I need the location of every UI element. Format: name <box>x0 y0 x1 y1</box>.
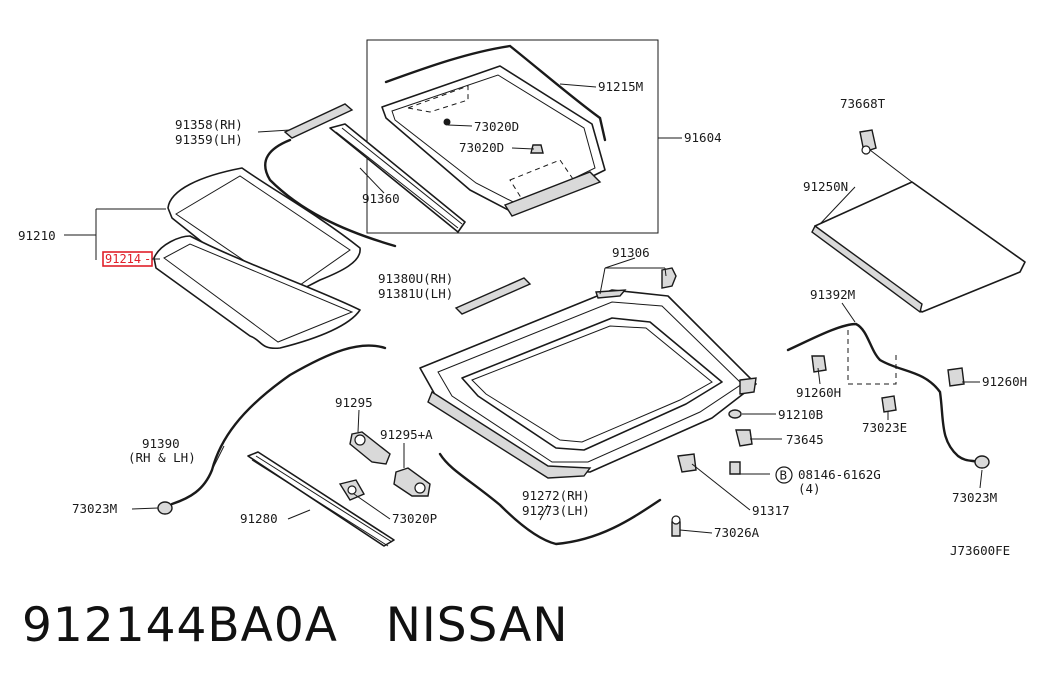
label-91306[interactable]: 91306 <box>612 245 650 260</box>
clip-73023e[interactable] <box>881 395 897 413</box>
drain-hose-91392m[interactable] <box>786 322 980 464</box>
label-73026a[interactable]: 73026A <box>714 525 760 540</box>
label-91295[interactable]: 91295 <box>335 395 373 410</box>
label-91210[interactable]: 91210 <box>18 228 56 243</box>
brand-name: NISSAN <box>385 598 569 653</box>
part-number: 912144BA0A <box>22 598 338 653</box>
label-91250n[interactable]: 91250N <box>803 179 848 194</box>
leader-lines <box>64 83 983 534</box>
label-91295a[interactable]: 91295+A <box>380 427 433 442</box>
hose-bracket-dashed <box>847 330 897 385</box>
washer-91210b[interactable] <box>728 409 742 419</box>
label-91360[interactable]: 91360 <box>362 191 400 206</box>
label-91260h-a[interactable]: 91260H <box>796 385 841 400</box>
deflector-seal[interactable] <box>264 138 397 248</box>
label-91317[interactable]: 91317 <box>752 503 790 518</box>
label-73020p[interactable]: 73020P <box>392 511 437 526</box>
grommet-73023m-a[interactable] <box>157 501 173 515</box>
bracket-91317[interactable] <box>677 453 697 473</box>
guide-rail-91360[interactable] <box>329 123 466 233</box>
label-91390-sub: (RH & LH) <box>128 450 196 465</box>
label-73023m-a[interactable]: 73023M <box>72 501 117 516</box>
label-73023e[interactable]: 73023E <box>862 420 907 435</box>
bracket-73020p[interactable] <box>338 479 365 501</box>
clip-91260h-a[interactable] <box>811 355 827 373</box>
part-caption: 912144BA0A NISSAN <box>22 598 569 653</box>
label-91604[interactable]: 91604 <box>684 130 722 145</box>
label-91390[interactable]: 91390 <box>142 436 180 451</box>
label-91280[interactable]: 91280 <box>240 511 278 526</box>
clip-73020d-b[interactable] <box>530 144 544 154</box>
motor-91295a[interactable] <box>393 467 431 497</box>
part-labels: 91215M 73020D 73020D 91604 73668T 91358(… <box>18 79 1027 558</box>
wind-deflector-91280[interactable] <box>247 451 395 547</box>
drain-hose-91390[interactable] <box>170 344 387 506</box>
bolt-08146[interactable] <box>729 461 741 475</box>
label-08146-qty: (4) <box>798 481 821 496</box>
screw-73026a[interactable] <box>671 515 681 537</box>
label-73020d-b[interactable]: 73020D <box>459 140 504 155</box>
motor-91295[interactable] <box>349 431 391 465</box>
label-08146[interactable]: 08146-6162G <box>798 467 881 482</box>
sunshade-91250n[interactable] <box>811 149 1026 314</box>
label-91392m[interactable]: 91392M <box>810 287 855 302</box>
svg-text:B: B <box>780 468 788 483</box>
label-73645[interactable]: 73645 <box>786 432 824 447</box>
deflector-link-91380u[interactable] <box>454 277 532 315</box>
clip-73668t[interactable] <box>859 129 877 155</box>
grommet-73023m-b[interactable] <box>974 455 990 469</box>
sunroof-frame-91306[interactable] <box>419 289 757 479</box>
glass-seal-91214[interactable] <box>153 235 361 350</box>
label-91273[interactable]: 91273(LH) <box>522 503 590 518</box>
label-91380u[interactable]: 91380U(RH) <box>378 271 453 286</box>
label-91359[interactable]: 91359(LH) <box>175 132 243 147</box>
label-73668t[interactable]: 73668T <box>840 96 886 111</box>
label-91381u[interactable]: 91381U(LH) <box>378 286 453 301</box>
label-91260h-b[interactable]: 91260H <box>982 374 1027 389</box>
deflector-bracket-91358[interactable] <box>283 103 354 139</box>
label-91214[interactable]: 91214 <box>105 252 141 266</box>
label-91358[interactable]: 91358(RH) <box>175 117 243 132</box>
drain-hose-91272[interactable] <box>438 452 662 546</box>
label-91272[interactable]: 91272(RH) <box>522 488 590 503</box>
glass-weatherstrip-91215m[interactable] <box>384 44 607 142</box>
diagram-code: J73600FE <box>950 543 1010 558</box>
label-73023m-b[interactable]: 73023M <box>952 490 997 505</box>
glass-assembly-box <box>366 39 659 234</box>
clip-73645[interactable] <box>735 429 753 447</box>
label-73020d-a[interactable]: 73020D <box>474 119 519 134</box>
label-91215m[interactable]: 91215M <box>598 79 643 94</box>
clip-91260h-b[interactable] <box>947 367 965 387</box>
screw-73020d-a[interactable] <box>443 118 451 126</box>
sunroof-glass-panel[interactable] <box>381 65 606 217</box>
bolt-badge: B <box>775 466 793 484</box>
clip-91306-a[interactable] <box>661 267 677 289</box>
label-91214-dash: - <box>144 252 151 266</box>
label-91210b[interactable]: 91210B <box>778 407 823 422</box>
